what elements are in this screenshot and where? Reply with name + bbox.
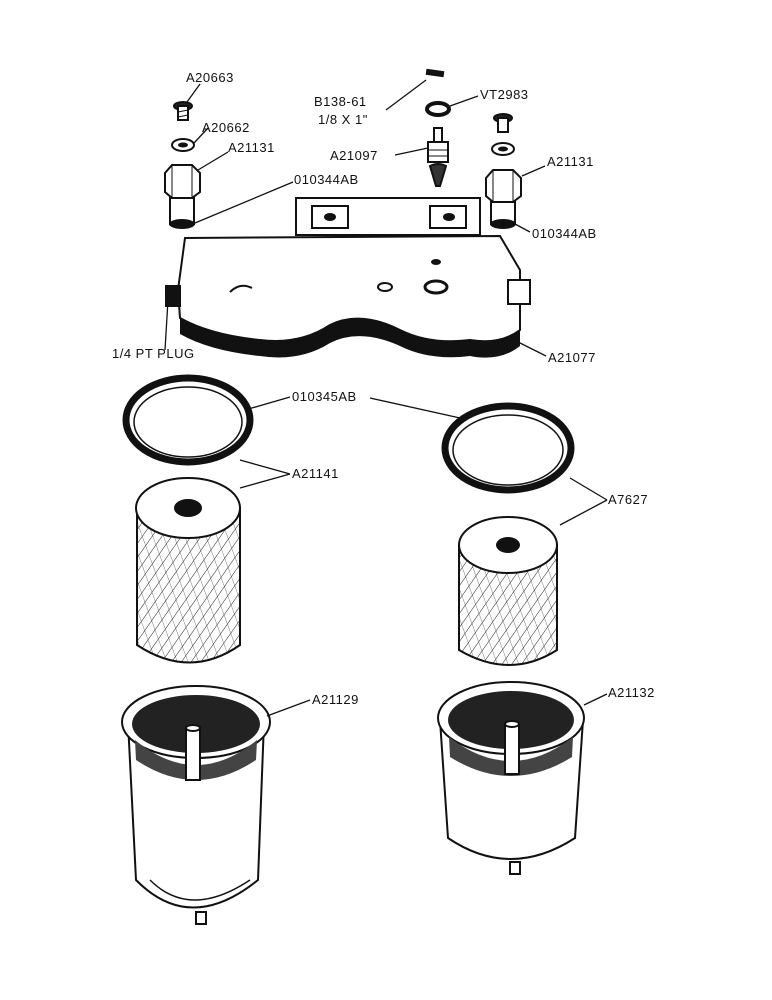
label-b138-61-size: 1/8 X 1" [318, 112, 368, 127]
label-a21129: A21129 [312, 692, 359, 707]
label-a21131-left: A21131 [228, 140, 275, 155]
screw-right [493, 113, 513, 133]
screw-left [173, 101, 193, 121]
nut-left [164, 164, 201, 229]
leader-lines [164, 79, 608, 717]
label-a21132: A21132 [608, 685, 655, 700]
label-a21097: A21097 [330, 148, 378, 163]
label-vt2983: VT2983 [480, 87, 529, 102]
part-labels: A20663 A20662 A21131 010344AB B138-61 1/… [112, 70, 655, 707]
washer-right [491, 142, 515, 156]
bowl-right [437, 681, 585, 875]
label-plug: 1/4 PT PLUG [112, 346, 195, 361]
label-010344ab-left: 010344AB [294, 172, 359, 187]
bowl-left [121, 685, 271, 925]
label-a7627: A7627 [608, 492, 648, 507]
label-010345ab: 010345AB [292, 389, 357, 404]
label-a20662: A20662 [202, 120, 250, 135]
label-a21141: A21141 [292, 466, 339, 481]
label-010344ab-right: 010344AB [532, 226, 597, 241]
check-valve [427, 127, 449, 187]
gasket-left [122, 374, 254, 466]
filter-element-right [458, 516, 558, 666]
nut-right [485, 169, 522, 229]
washer-left [171, 138, 195, 152]
label-b138-61: B138-61 [314, 94, 367, 109]
o-ring-small [425, 101, 451, 117]
filter-head-casting [165, 197, 531, 358]
label-a21077: A21077 [548, 350, 596, 365]
pin [425, 68, 445, 78]
gasket-right [441, 402, 575, 494]
label-a21131-right: A21131 [547, 154, 594, 169]
filter-element-left [135, 477, 241, 664]
label-a20663: A20663 [186, 70, 234, 85]
